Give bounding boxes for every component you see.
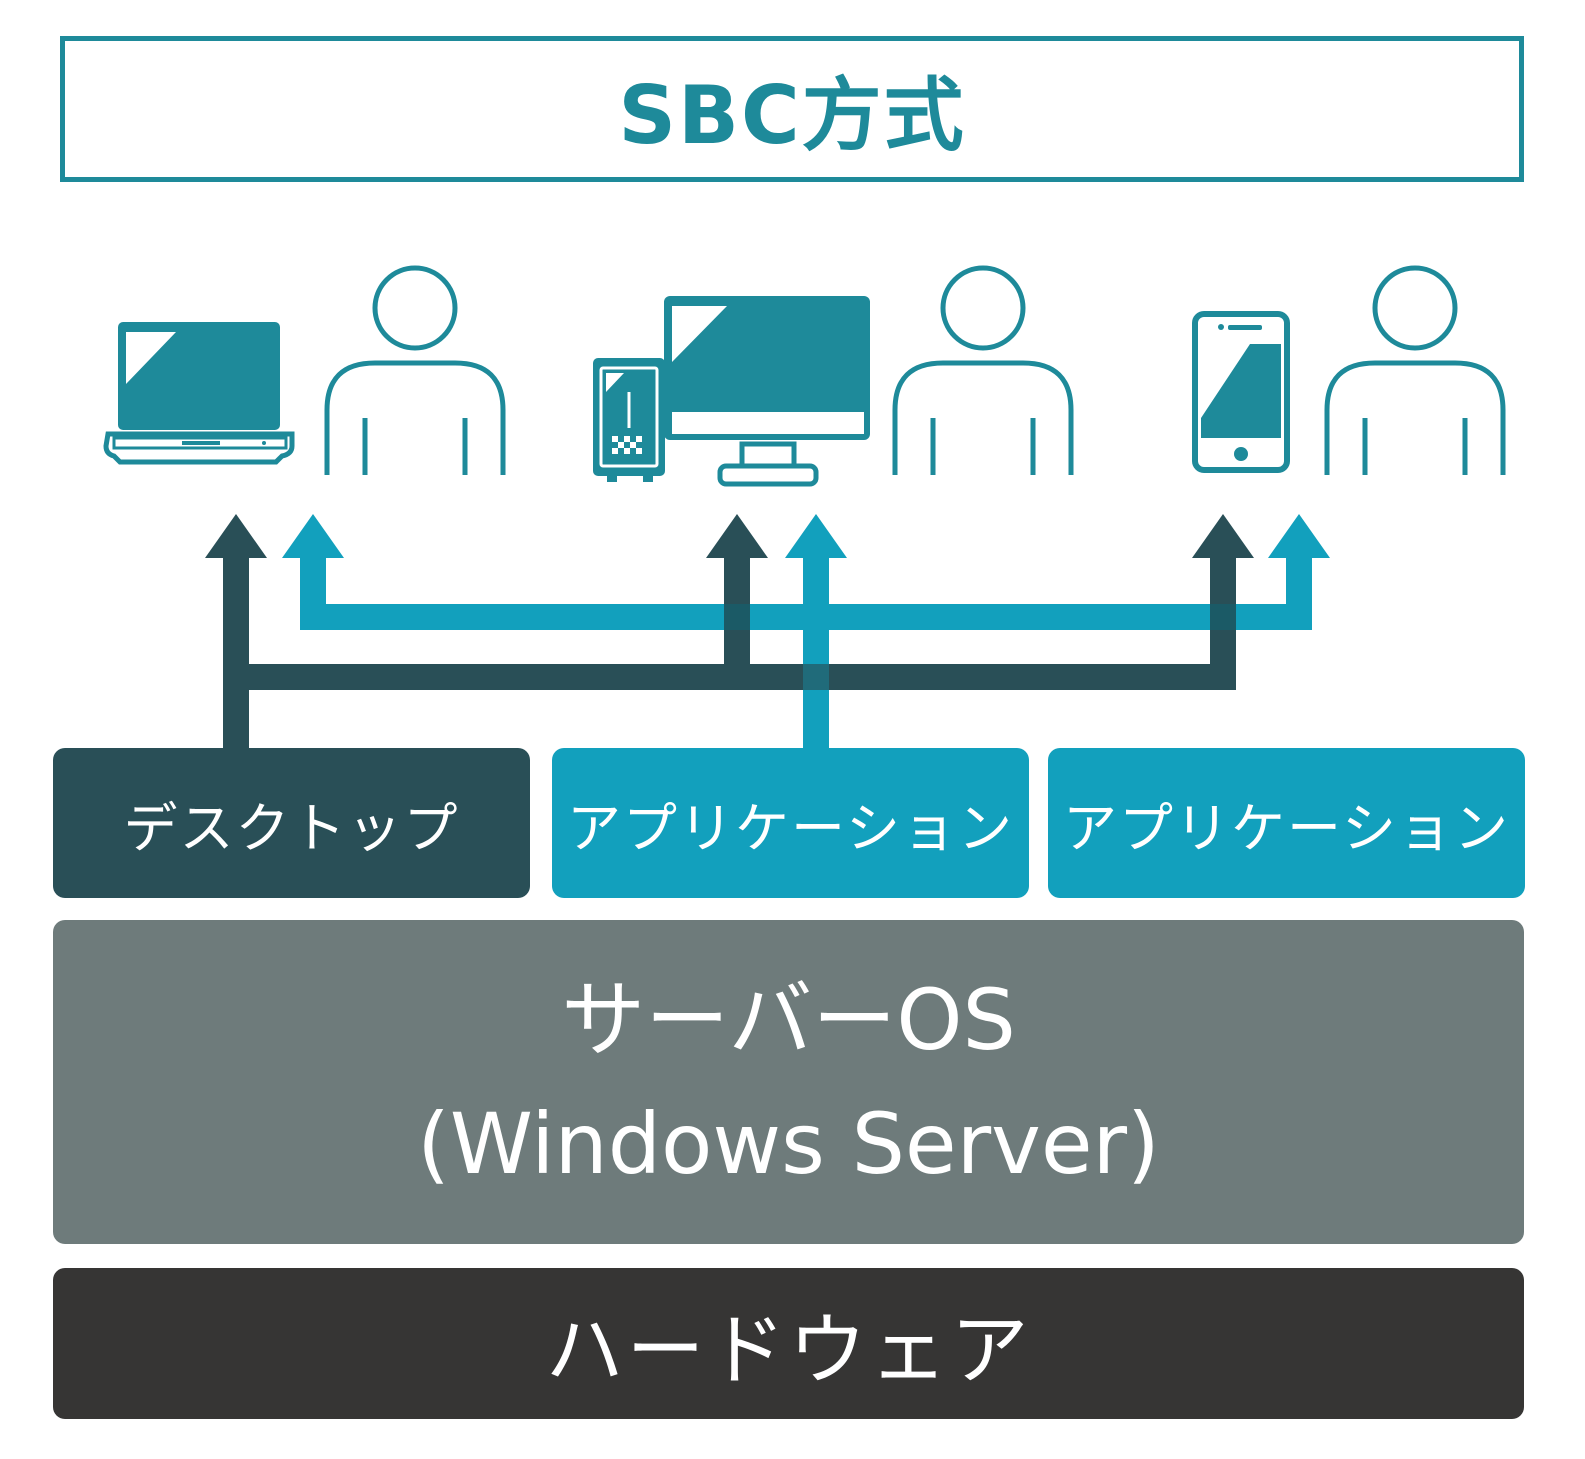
user-icon [1324,265,1506,475]
user-icon [892,265,1074,475]
server-os-label: サーバーOS [561,971,1016,1069]
application-label: アプリケーション [567,796,1014,860]
user-icon [324,265,506,475]
hardware-label: ハードウェア [545,1305,1032,1396]
application-block: アプリケーション [1048,748,1525,898]
desktop-label: デスクトップ [123,796,460,860]
devices-and-arrows [103,265,1506,748]
flow-crossings [803,664,829,690]
diagram-title: SBC方式 [618,69,966,162]
title-box: SBC方式 [60,36,1524,182]
smartphone-icon [1192,311,1290,473]
server-os-detail: (Windows Server) [417,1095,1160,1193]
desktop-computer-icon [593,296,870,487]
application-label: アプリケーション [1063,796,1510,860]
desktop-block: デスクトップ [53,748,530,898]
desktop-delivery-arrows [205,514,1254,748]
application-delivery-arrows [282,514,1330,748]
server-os-block: サーバーOS (Windows Server) [53,920,1524,1244]
flow-crossings-dark [724,604,1236,630]
laptop-icon [103,322,295,465]
hardware-block: ハードウェア [53,1268,1524,1419]
application-block: アプリケーション [552,748,1029,898]
